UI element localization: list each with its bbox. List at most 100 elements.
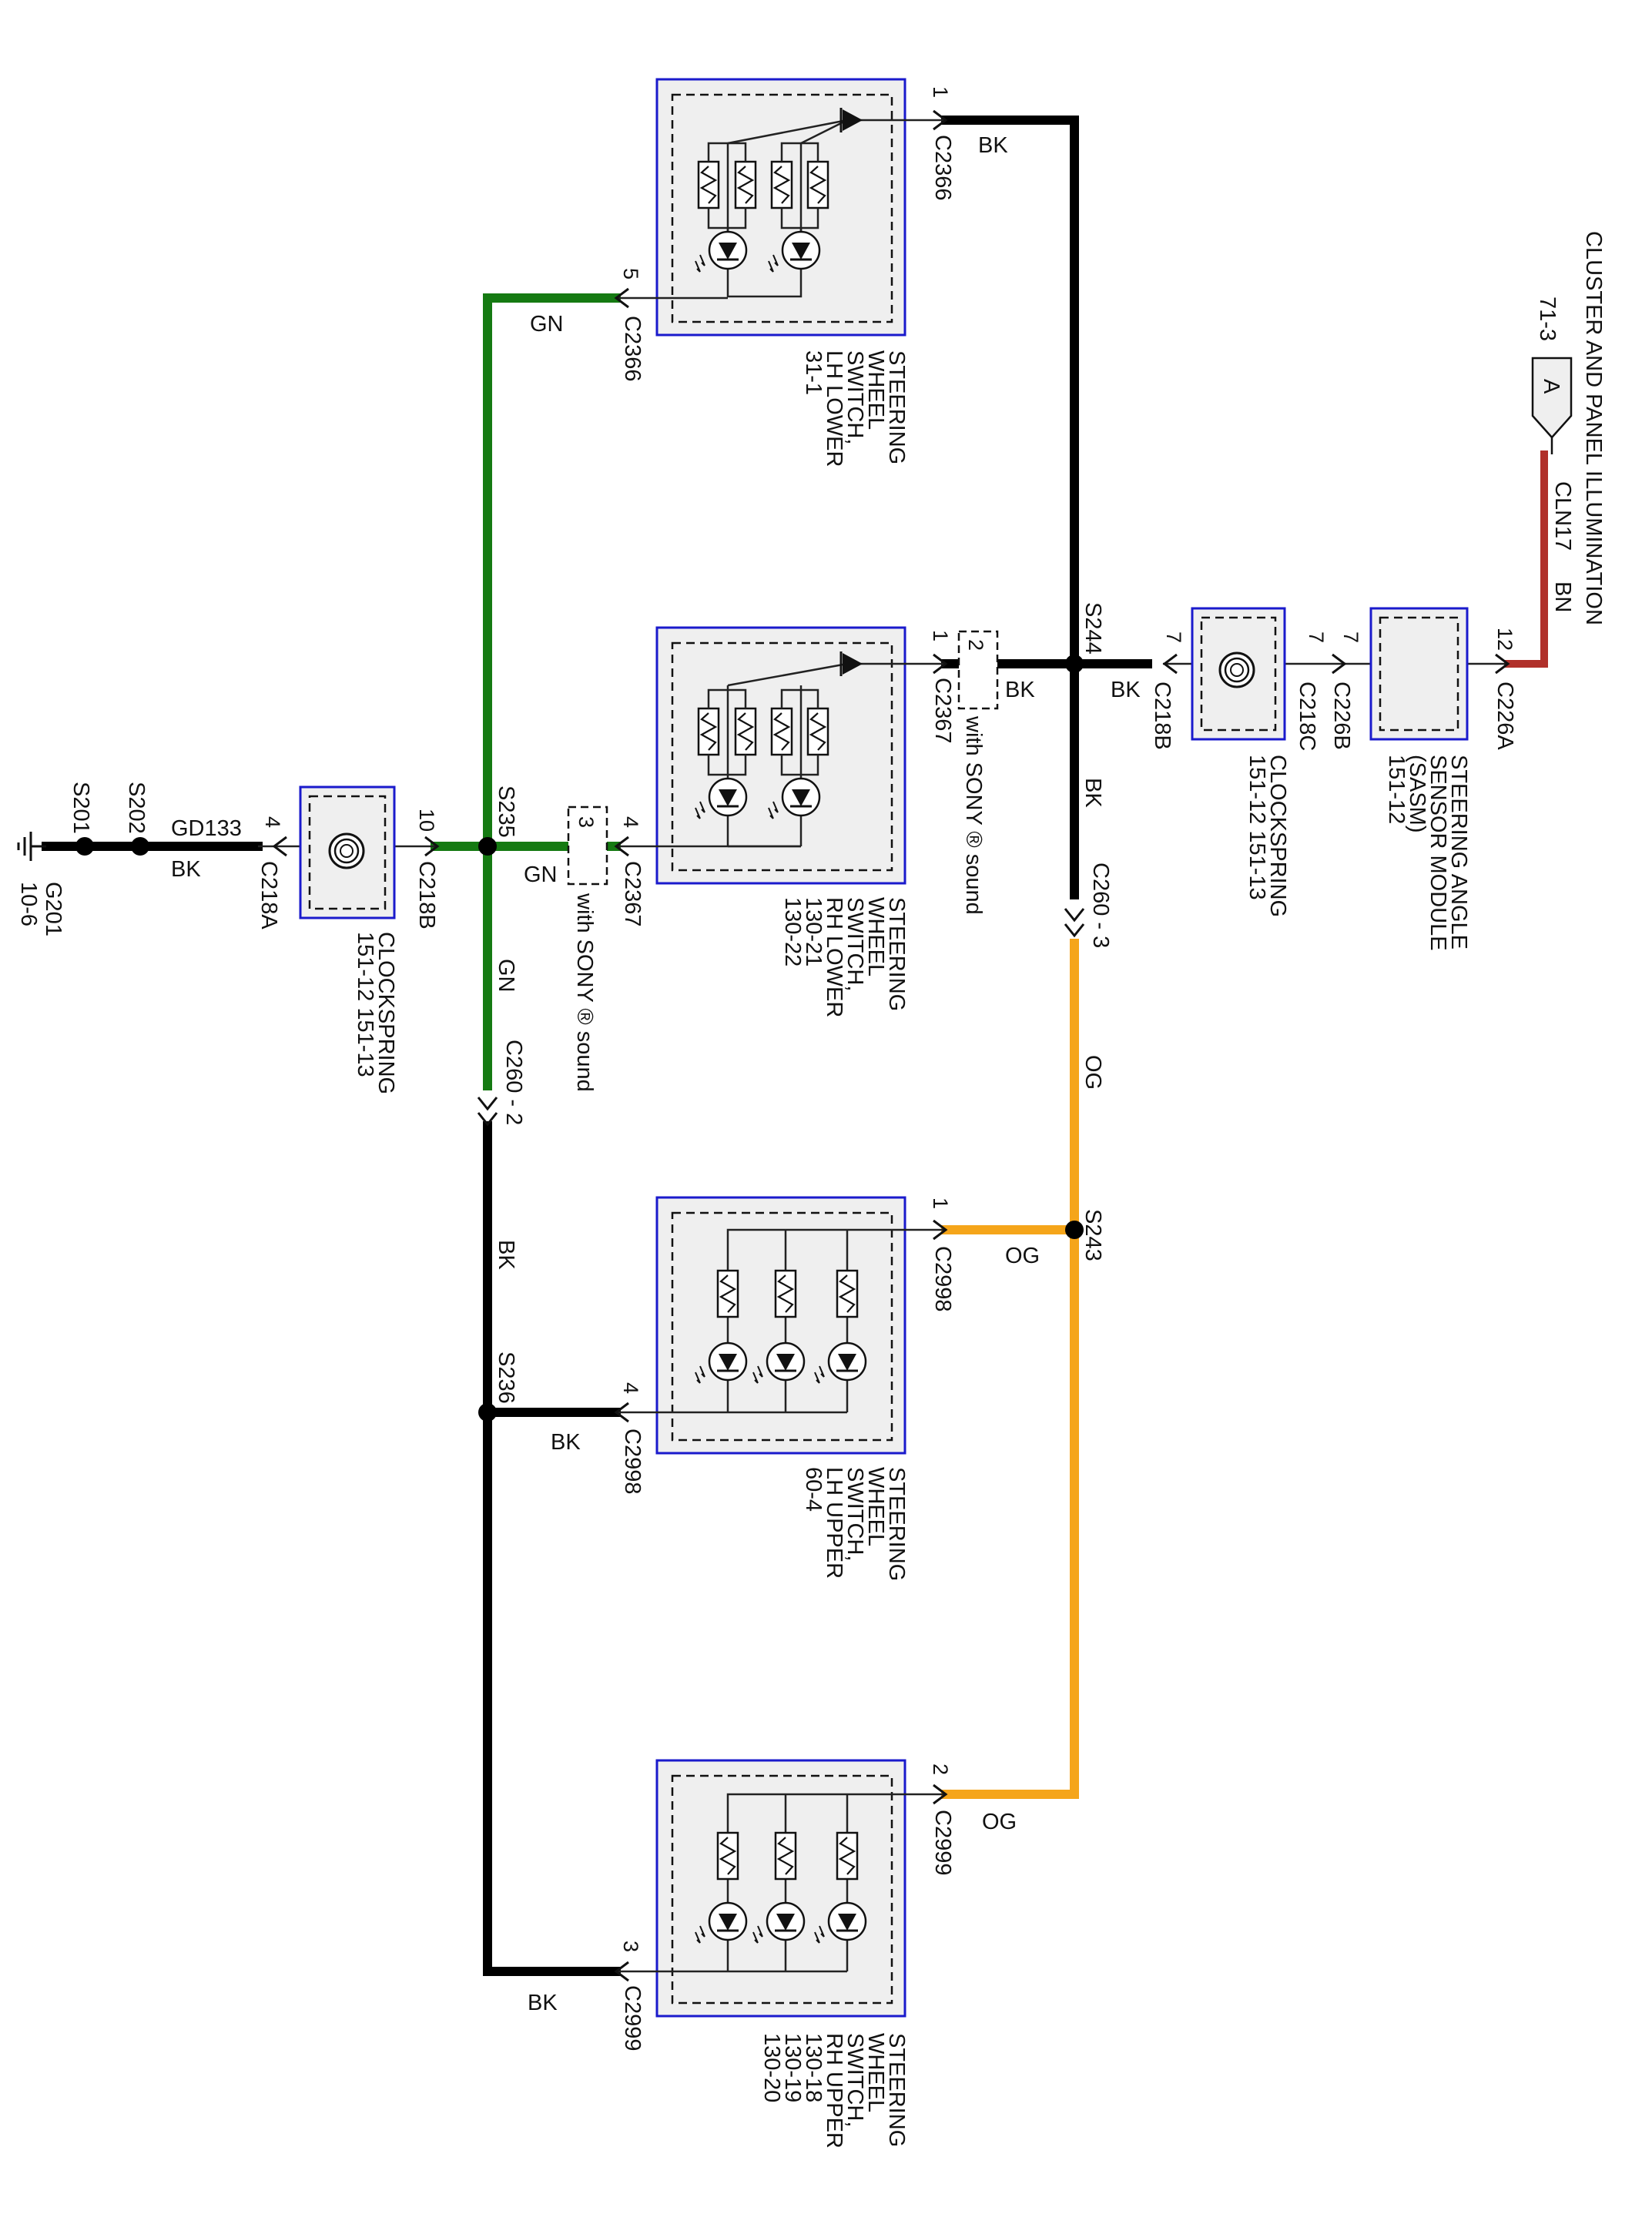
option-pin-box-3 — [567, 806, 608, 886]
splice-s202-dot — [131, 837, 149, 856]
wire-label-bn: BN — [1550, 581, 1575, 612]
wire-label-bk-4: BK — [494, 1240, 518, 1270]
wire-bk-c2366 — [941, 116, 1079, 899]
comp-line: (SASM) — [1405, 755, 1429, 833]
splice-s243-dot — [1065, 1221, 1084, 1239]
wire-label-bk-3: BK — [1111, 678, 1141, 702]
comp-line: 31-1 — [801, 350, 826, 395]
offpage-ref: 71-3 — [1535, 296, 1560, 341]
connector-c2367-top: C2367 — [930, 678, 955, 743]
wire-label-bk-ground: BK — [171, 857, 201, 882]
wires — [29, 116, 1548, 1976]
offpage-connector-a — [1531, 357, 1573, 454]
comp-line: STEERING — [884, 2033, 909, 2147]
connector-c260-2: C260 - 2 — [501, 1040, 526, 1125]
connector-c218b-right: C218B — [1150, 682, 1174, 750]
clockspring-right — [1191, 607, 1286, 741]
clockspring-icon — [1218, 651, 1255, 688]
connector-c218b-left: C218B — [414, 861, 439, 929]
pin-2-c2999: 2 — [929, 1763, 952, 1775]
wire-label-gd133: GD133 — [171, 816, 242, 841]
comp-line: 130-20 — [759, 2033, 784, 2102]
comp-line: WHEEL — [863, 2033, 888, 2112]
connector-c218c: C218C — [1295, 682, 1319, 751]
wire-label-bk-5: BK — [551, 1430, 581, 1455]
connector-c2367-left: C2367 — [620, 861, 645, 926]
c260-breaks — [477, 908, 1085, 1127]
pin-1-c2998: 1 — [929, 1197, 952, 1209]
sasm-module — [1369, 607, 1469, 741]
comp-line: CLOCKSPRING — [1265, 755, 1290, 917]
splice-s235: S235 — [494, 785, 518, 838]
switch-lh-upper — [616, 1196, 946, 1455]
comp-line: WHEEL — [863, 1467, 888, 1546]
label-sasm: STEERING ANGLE SENSOR MODULE (SASM) 151-… — [1384, 755, 1471, 951]
wire-label-bk-6: BK — [528, 1991, 558, 2015]
splice-s236: S236 — [494, 1351, 518, 1404]
comp-line: STEERING — [884, 350, 909, 464]
connector-c2998-left: C2998 — [620, 1429, 645, 1494]
pin-7-c218b: 7 — [1162, 631, 1185, 643]
wire-label-og-2: OG — [982, 1810, 1017, 1834]
pin-3-option: 3 — [575, 816, 598, 828]
label-rh-upper: STEERING WHEEL SWITCH, RH UPPER 130-18 1… — [759, 2033, 909, 2149]
label-lh-upper: STEERING WHEEL SWITCH, LH UPPER 60-4 — [801, 1467, 909, 1581]
label-clockspring-right: CLOCKSPRING 151-12 151-13 — [1245, 755, 1290, 917]
wire-label-gn-vertical: GN — [494, 959, 518, 993]
pin-1-c2367: 1 — [929, 630, 952, 641]
comp-line: 130-19 — [780, 2033, 805, 2102]
pin-10-c218b: 10 — [415, 809, 438, 832]
splice-s244: S244 — [1081, 602, 1105, 655]
comp-line: RH LOWER — [822, 897, 846, 1017]
comp-line: 130-21 — [801, 897, 826, 966]
comp-line: RH UPPER — [822, 2033, 846, 2149]
wire-label-bk-1: BK — [978, 133, 1008, 158]
connector-c226b: C226B — [1329, 682, 1354, 750]
splice-s202: S202 — [124, 782, 149, 834]
comp-line: LH UPPER — [822, 1467, 846, 1579]
comp-line: WHEEL — [863, 897, 888, 976]
wire-label-og-vertical: OG — [1081, 1055, 1105, 1090]
label-rh-lower: STEERING WHEEL SWITCH, RH LOWER 130-21 1… — [780, 897, 909, 1017]
ground-g201: G201 — [41, 882, 65, 936]
connector-c2366-top: C2366 — [930, 135, 955, 200]
comp-line: SWITCH, — [843, 897, 867, 991]
comp-line: STEERING — [884, 1467, 909, 1581]
connector-c218a: C218A — [256, 861, 281, 929]
offpage-letter: A — [1539, 379, 1563, 394]
wire-label-gn-2: GN — [524, 862, 558, 887]
option-note-sony-2: with SONY ® sound — [572, 893, 597, 1092]
wire-label-og-1: OG — [1005, 1244, 1040, 1268]
pin-12-c226a: 12 — [1493, 628, 1516, 651]
connector-arrow-icon — [272, 109, 1510, 1982]
pin-7-c218c: 7 — [1305, 631, 1328, 643]
connector-c2998-top: C2998 — [930, 1246, 955, 1311]
pin-5-c2366: 5 — [619, 268, 642, 280]
connector-c2999-top: C2999 — [930, 1810, 955, 1875]
connector-c2366-left: C2366 — [620, 316, 645, 381]
label-lh-lower: STEERING WHEEL SWITCH, LH LOWER 31-1 — [801, 350, 909, 467]
wire-label-bk-vertical: BK — [1081, 778, 1105, 808]
pin-1-c2366: 1 — [929, 86, 952, 98]
comp-line: 151-12 — [1384, 755, 1409, 824]
splice-s236-dot — [478, 1403, 497, 1422]
comp-line: SENSOR MODULE — [1426, 755, 1450, 951]
connector-c260-3: C260 - 3 — [1088, 862, 1113, 948]
wire-og-main — [941, 939, 1079, 1799]
splice-s244-dot — [1065, 655, 1084, 673]
comp-line: STEERING — [884, 897, 909, 1011]
comp-line: 130-22 — [780, 897, 805, 966]
splice-s201: S201 — [69, 782, 93, 834]
comp-line: 151-12 151-13 — [1245, 755, 1269, 900]
splice-s201-dot — [75, 837, 94, 856]
comp-line: 130-18 — [801, 2033, 826, 2102]
label-clockspring-left: CLOCKSPRING 151-12 151-13 — [353, 932, 398, 1094]
comp-line: 60-4 — [801, 1467, 826, 1512]
pin-4-c2367: 4 — [619, 816, 642, 828]
connector-c226a: C226A — [1493, 682, 1517, 750]
connector-c2999-left: C2999 — [620, 1985, 645, 2051]
wire-gn-c2366 — [483, 293, 621, 1090]
clockspring-icon — [328, 832, 365, 869]
comp-line: STEERING ANGLE — [1446, 755, 1471, 950]
